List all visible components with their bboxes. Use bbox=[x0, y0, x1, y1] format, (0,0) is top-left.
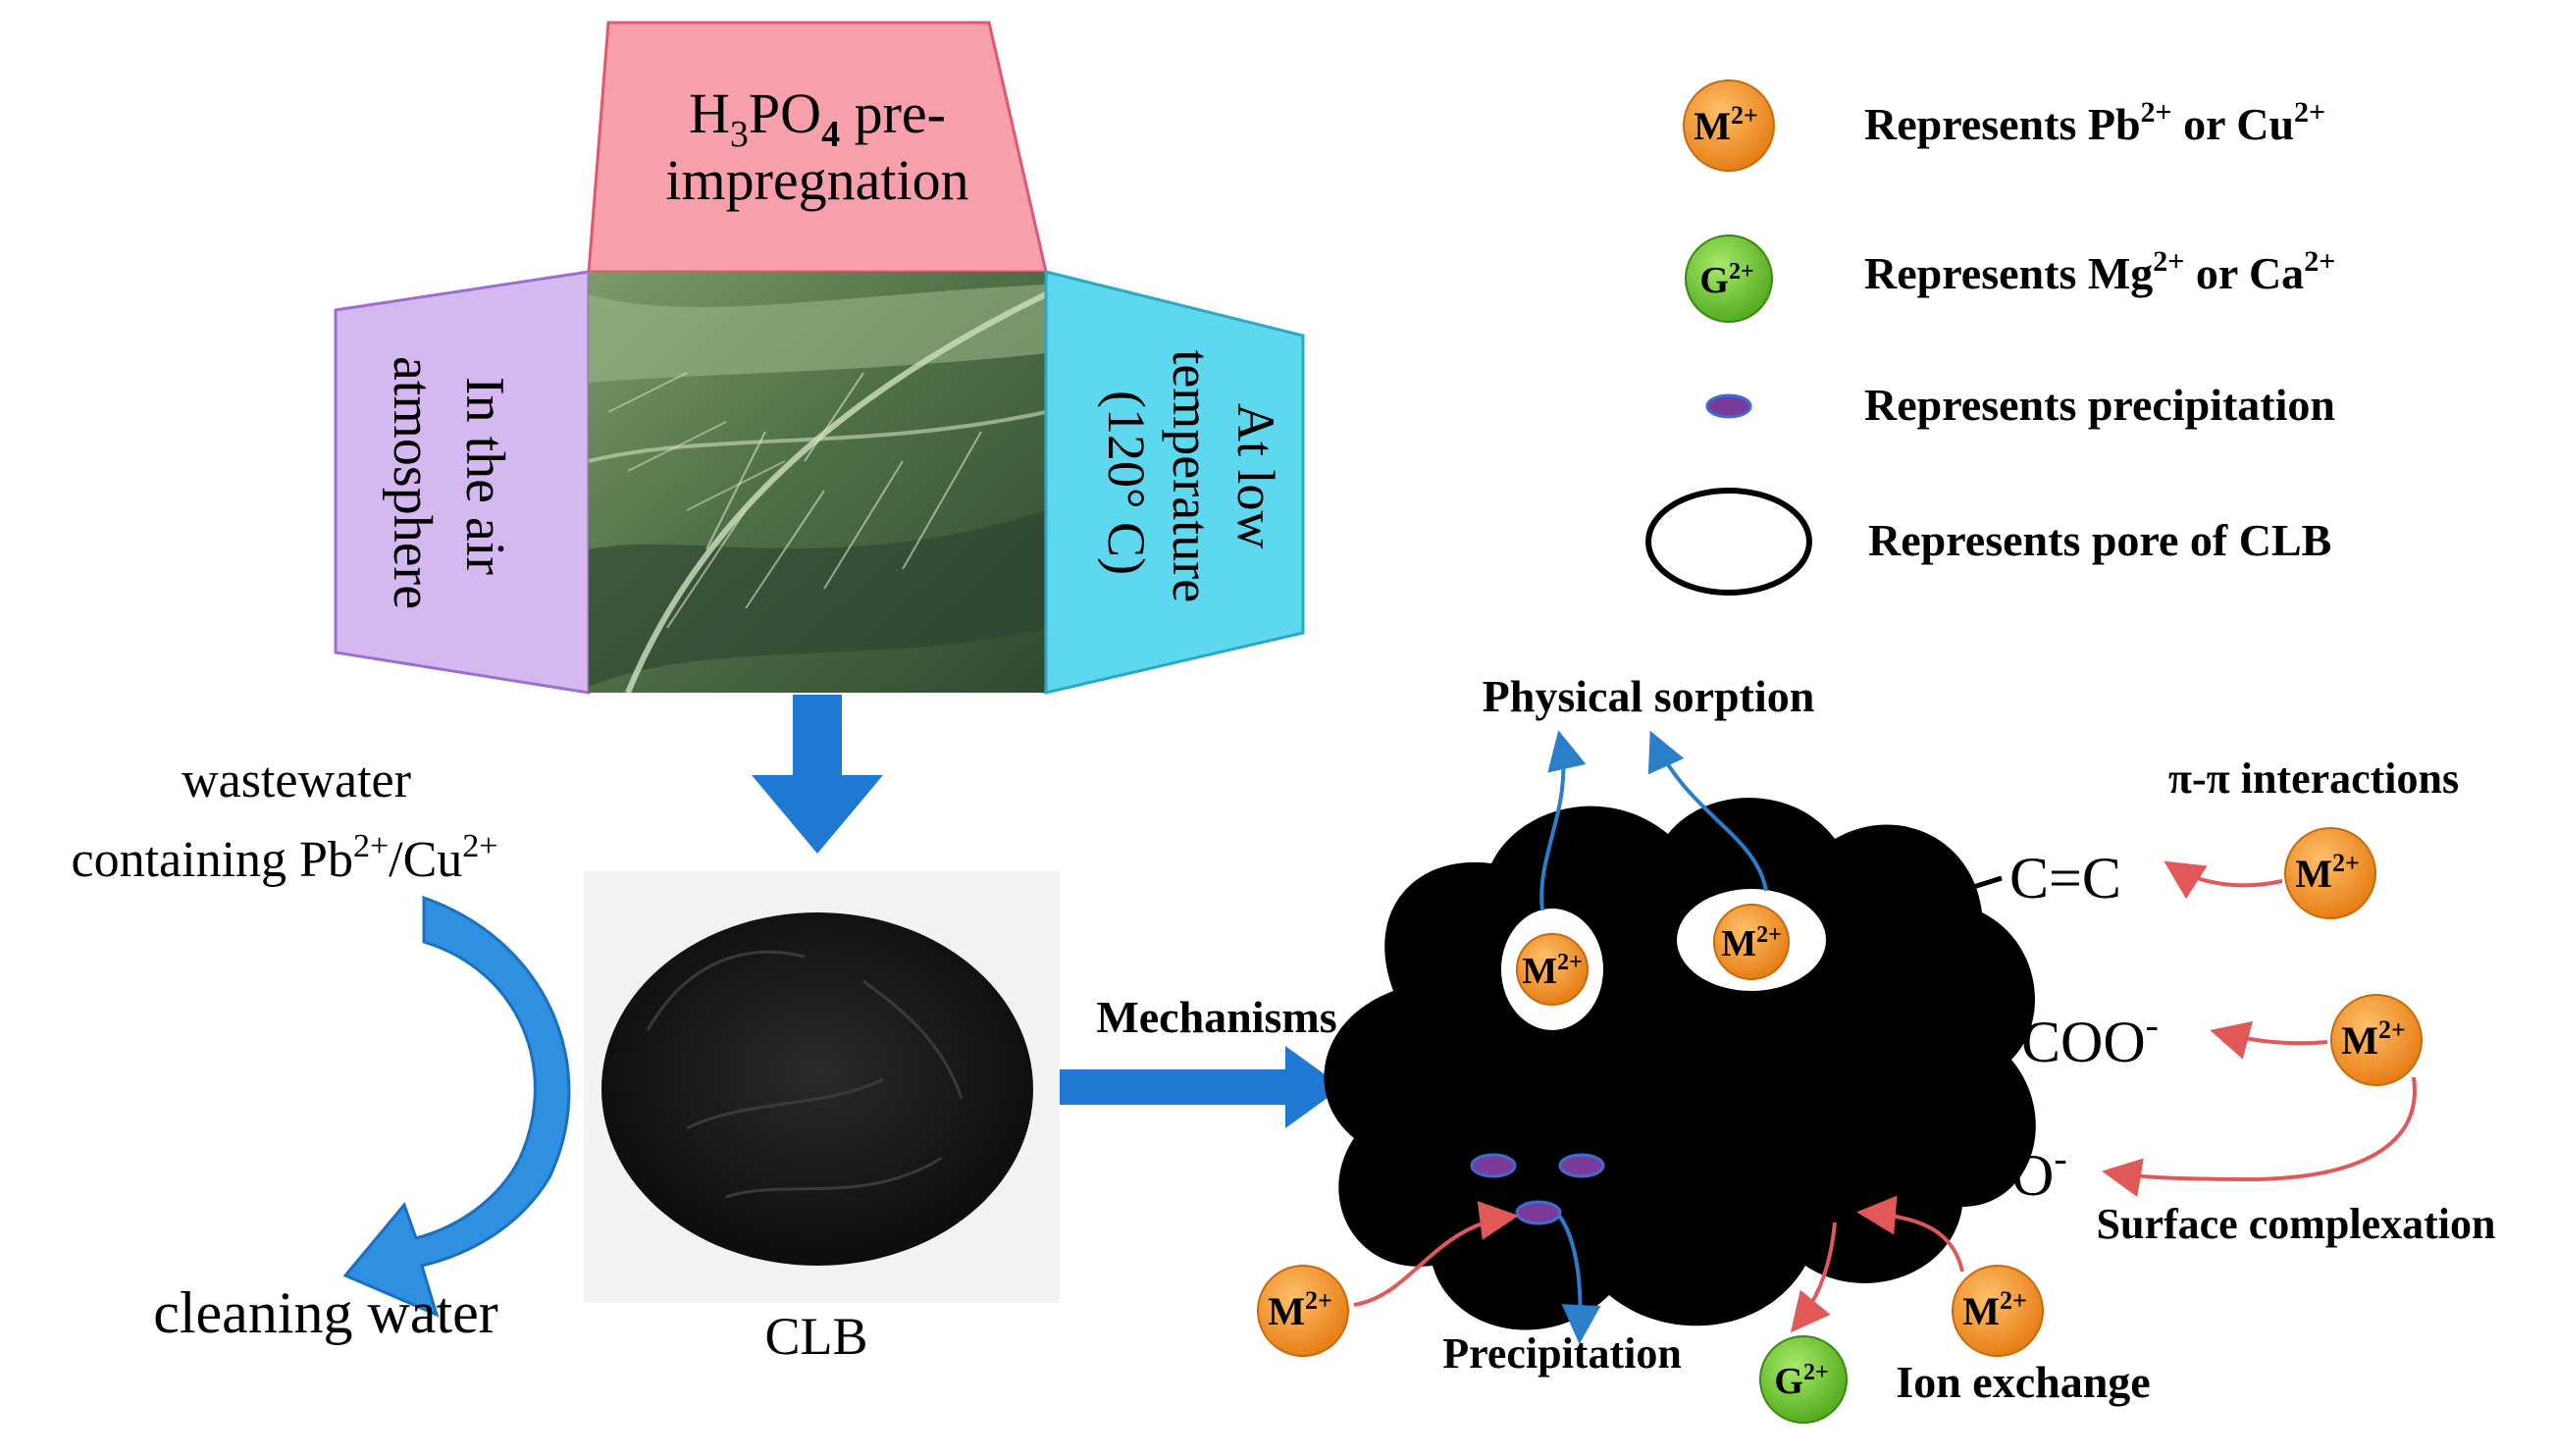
mechanisms-label: Mechanisms bbox=[1096, 992, 1336, 1042]
ion-m: M2+ bbox=[2330, 994, 2423, 1086]
svg-text:M2+: M2+ bbox=[1268, 1286, 1332, 1333]
legend-item-precipitation: Represents precipitation bbox=[1705, 380, 2335, 430]
legend-item-g: G2+ Represents Mg2+ or Ca2+ bbox=[1685, 234, 2335, 323]
cycle-arrow bbox=[342, 895, 571, 1318]
precipitate bbox=[1558, 1153, 1605, 1178]
svg-text:M2+: M2+ bbox=[1721, 922, 1782, 964]
ion-exchange-label: Ion exchange bbox=[1896, 1357, 2150, 1407]
cleaning-water-label: cleaning water bbox=[153, 1280, 497, 1345]
ion-g: G2+ bbox=[1759, 1335, 1848, 1424]
ion-m: M2+ bbox=[1516, 933, 1589, 1006]
clb-photo bbox=[584, 871, 1060, 1303]
svg-text:Represents pore of CLB: Represents pore of CLB bbox=[1868, 515, 2331, 565]
svg-text:M2+: M2+ bbox=[2295, 849, 2360, 896]
bond-line bbox=[1971, 1032, 2008, 1043]
pretreat-box bbox=[587, 21, 1048, 274]
svg-text:M2+: M2+ bbox=[1962, 1286, 2027, 1333]
svg-text:Represents Mg2+ or Ca2+: Represents Mg2+ or Ca2+ bbox=[1864, 245, 2335, 298]
interaction-arrow bbox=[2210, 1020, 2328, 1060]
ion-exchange-in-arrow bbox=[1856, 1195, 1964, 1273]
ion-exchange-out-arrow bbox=[1790, 1222, 1837, 1333]
low-temperature-panel bbox=[1044, 270, 1305, 695]
air-atmosphere-label: In the air atmosphere bbox=[382, 356, 515, 609]
precipitate bbox=[1515, 1200, 1562, 1225]
svg-text:G2+: G2+ bbox=[1774, 1360, 1828, 1402]
legend: M2+ Represents Pb2+ or Cu2+ G2+ Represen… bbox=[1645, 79, 2335, 596]
group-coo: -COO- bbox=[2002, 1003, 2159, 1074]
legend-item-m: M2+ Represents Pb2+ or Cu2+ bbox=[1683, 79, 2325, 172]
group-cc: C=C bbox=[2009, 846, 2121, 910]
ion-m: M2+ bbox=[1713, 904, 1790, 980]
ion-m: M2+ bbox=[1257, 1265, 1349, 1357]
svg-text:M2+: M2+ bbox=[2341, 1015, 2406, 1063]
physical-sorption-label: Physical sorption bbox=[1483, 671, 1815, 721]
legend-item-pore: Represents pore of CLB bbox=[1645, 488, 2331, 596]
group-o: -O- bbox=[1992, 1136, 2067, 1208]
wastewater-label-line2: containing Pb2+/Cu2+ bbox=[72, 828, 498, 888]
clb-cloud bbox=[1324, 798, 2036, 1330]
precipitation-label: Precipitation bbox=[1442, 1329, 1682, 1378]
surface-complexation-label: Surface complexation bbox=[2097, 1200, 2496, 1248]
leaf-photo bbox=[588, 272, 1048, 695]
pretreat-label: H3PO4 pre- bbox=[689, 81, 946, 155]
pi-pi-label: π-π interactions bbox=[2168, 754, 2459, 803]
mechanisms-arrow bbox=[1060, 1046, 1342, 1128]
svg-text:Represents Pb2+ or Cu2+: Represents Pb2+ or Cu2+ bbox=[1864, 96, 2325, 149]
precipitate bbox=[1470, 1153, 1517, 1178]
precipitation-in-arrow bbox=[1353, 1201, 1519, 1307]
svg-text:M2+: M2+ bbox=[1694, 101, 1758, 148]
ion-m: M2+ bbox=[2284, 827, 2376, 919]
sorption-arrow bbox=[1647, 730, 1768, 892]
svg-text:G2+: G2+ bbox=[1699, 259, 1753, 301]
ion-m: M2+ bbox=[1952, 1265, 2044, 1357]
bond-line bbox=[1922, 875, 2003, 906]
precipitation-out-arrow bbox=[1558, 1215, 1601, 1344]
interaction-arrow bbox=[2102, 1076, 2417, 1197]
clb-label: CLB bbox=[764, 1307, 867, 1366]
low-temperature-label: At low temperature (120° C) bbox=[1097, 349, 1285, 615]
svg-text:M2+: M2+ bbox=[1522, 950, 1583, 992]
sorption-arrow bbox=[1539, 730, 1587, 911]
pretreat-label-line2: impregnation bbox=[665, 148, 968, 212]
interaction-arrow bbox=[2164, 860, 2283, 900]
down-arrow bbox=[752, 695, 883, 854]
wastewater-label: wastewater bbox=[182, 753, 411, 808]
svg-text:Represents precipitation: Represents precipitation bbox=[1864, 380, 2335, 430]
